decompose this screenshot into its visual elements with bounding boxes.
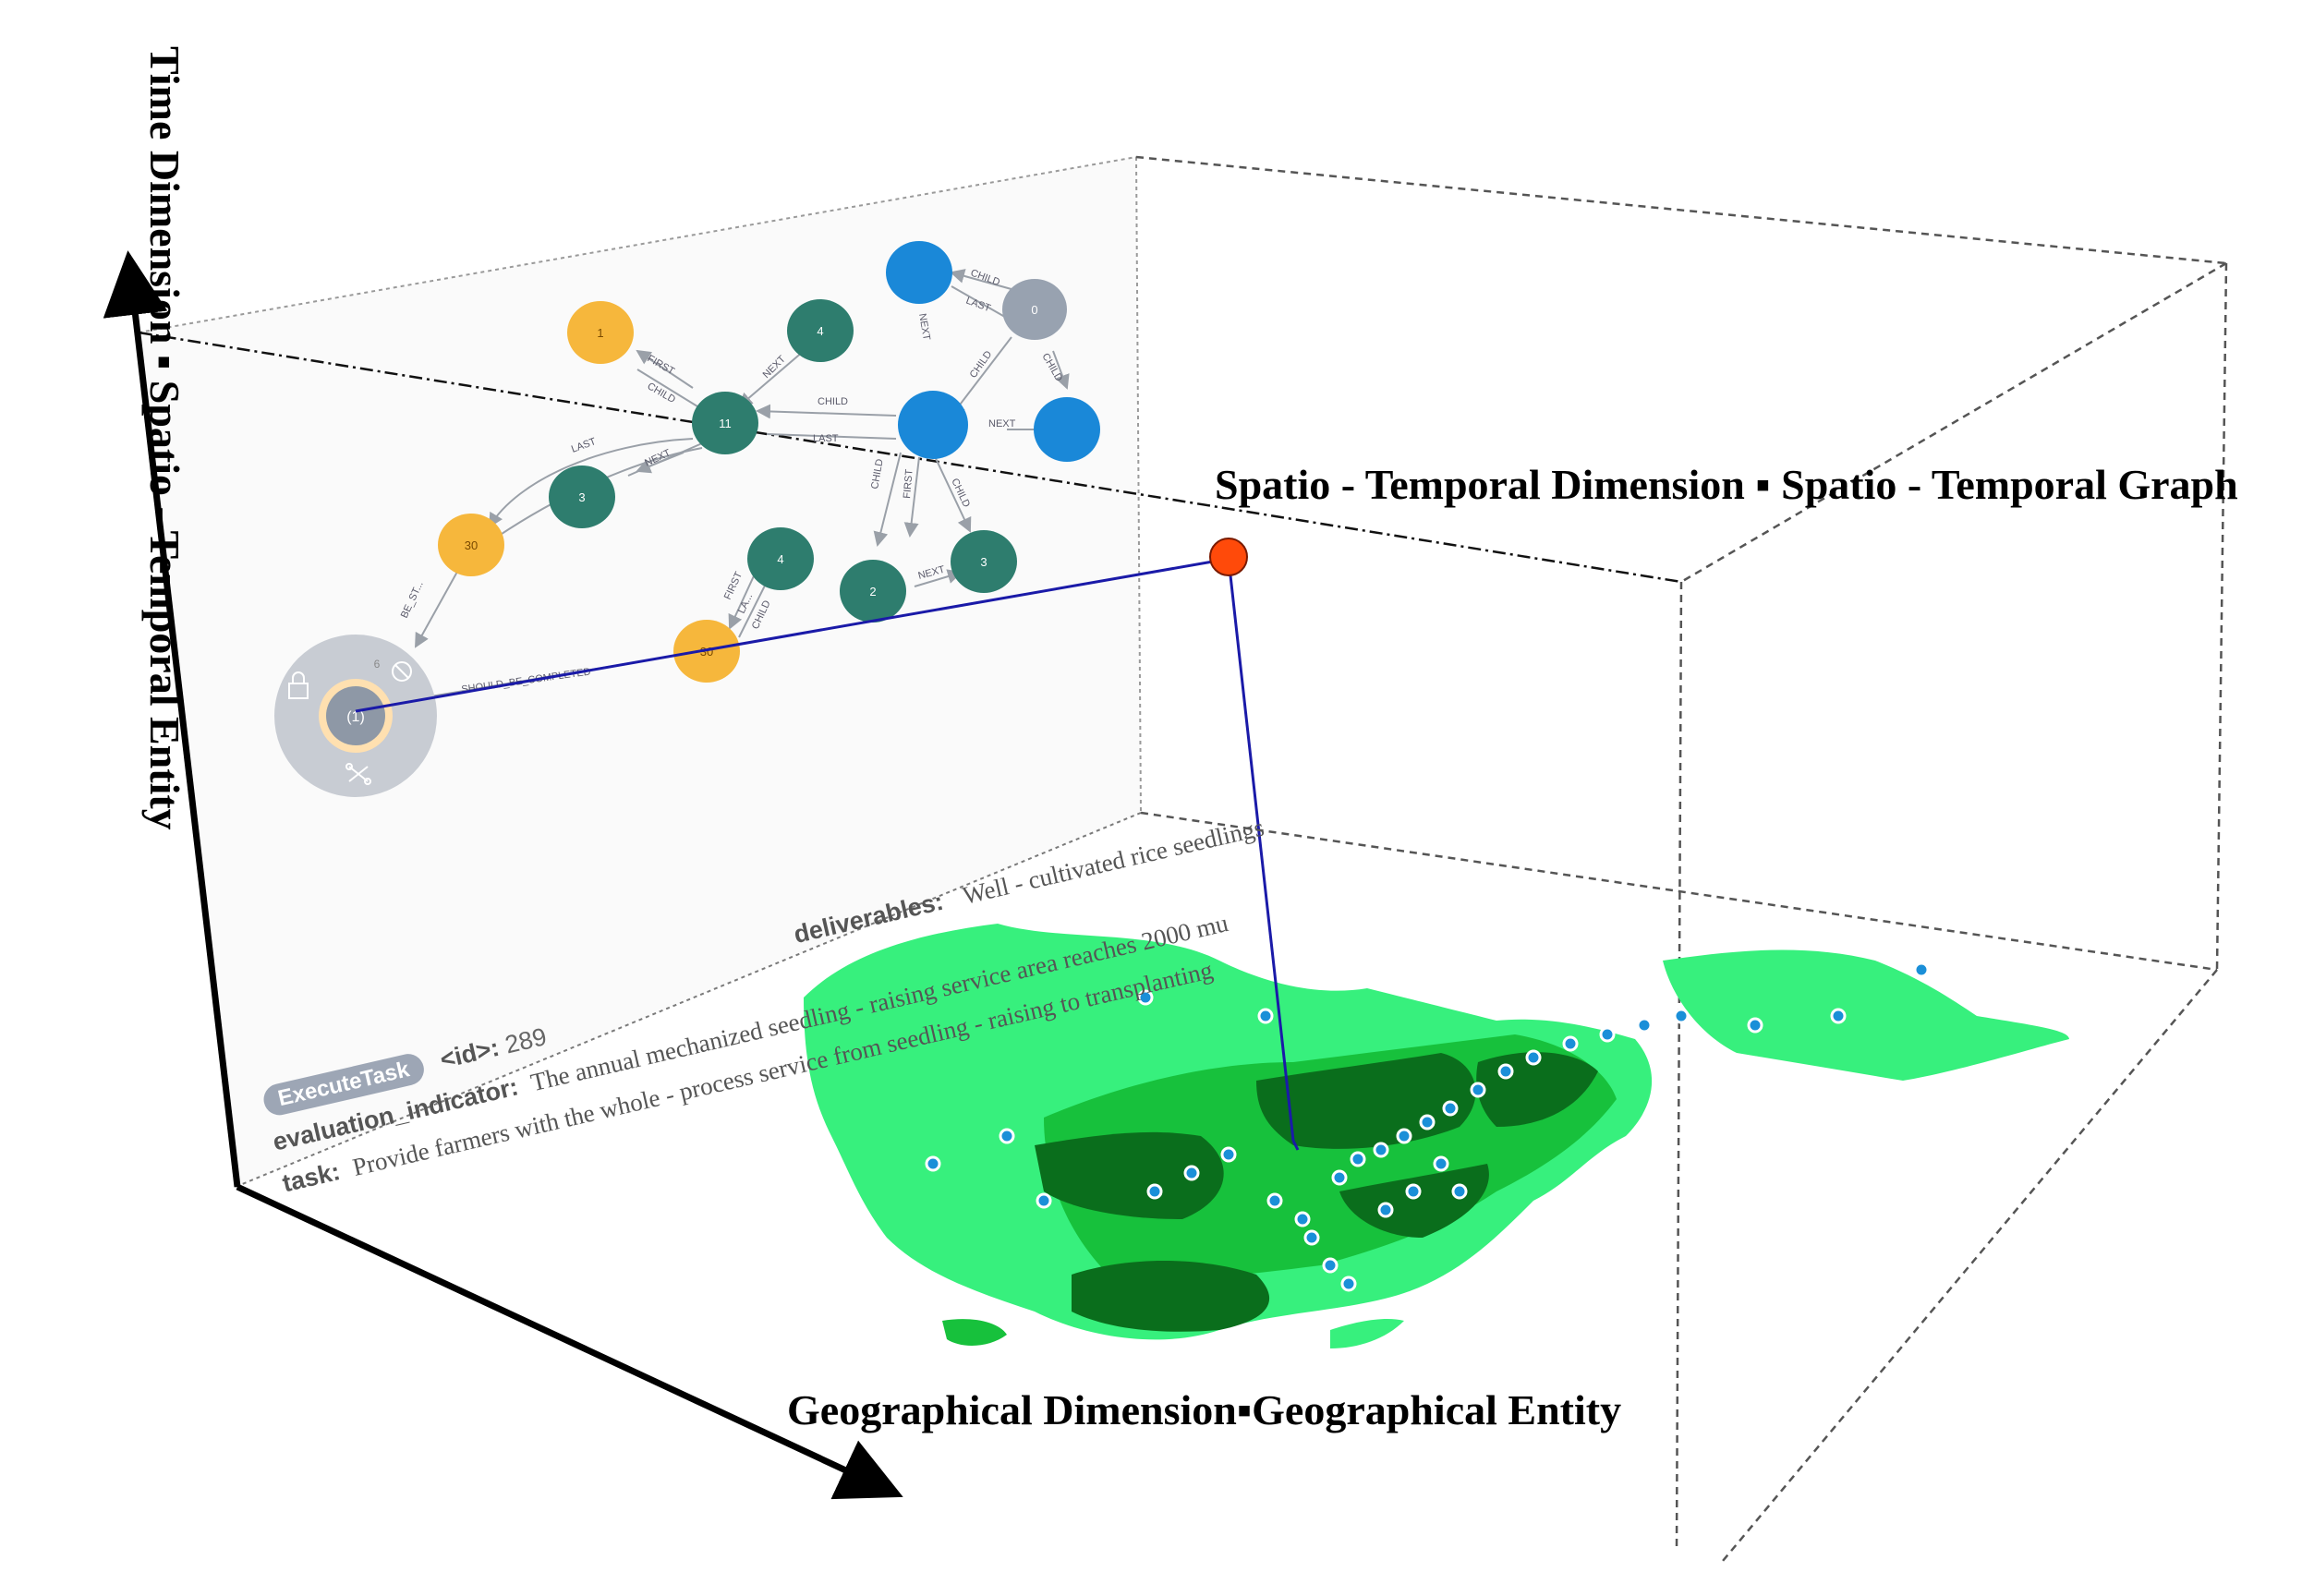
axes xyxy=(103,250,903,1500)
edge-label-next-2: NEXT xyxy=(988,418,1016,429)
edge-label-child-4: CHILD xyxy=(818,396,848,407)
map xyxy=(804,924,2069,1348)
node-green-3a[interactable] xyxy=(549,466,615,528)
center-node-ring-label: 6 xyxy=(374,658,381,671)
id-value: 289 xyxy=(502,1022,550,1059)
spatio-temporal-title: Spatio - Temporal Dimension ▪ Spatio - T… xyxy=(1215,461,2238,508)
node-blue-right[interactable] xyxy=(1034,397,1100,462)
node-0[interactable] xyxy=(1002,279,1067,340)
node-green-11[interactable] xyxy=(692,392,758,454)
node-green-4b[interactable] xyxy=(747,527,814,590)
center-node-group: (1) 6 xyxy=(274,635,437,797)
node-yellow-30a-label: 30 xyxy=(465,538,478,552)
node-yellow-1-label: 1 xyxy=(597,326,603,340)
edge-label-first-2: FIRST xyxy=(902,468,915,499)
node-0-label: 0 xyxy=(1031,303,1037,317)
graph-nodes: 0 1 4 11 3 30 4 2 3 30 xyxy=(438,241,1100,683)
node-green-4b-label: 4 xyxy=(777,552,783,566)
node-blue-center[interactable] xyxy=(898,391,968,459)
node-green-2-label: 2 xyxy=(869,585,876,598)
node-blue-top[interactable] xyxy=(886,241,952,304)
node-green-3a-label: 3 xyxy=(578,490,585,504)
edge-label-last-2: LAST xyxy=(813,433,839,444)
lock-icon[interactable] xyxy=(288,671,309,699)
node-green-11-label: 11 xyxy=(719,417,732,430)
spatio-temporal-link xyxy=(355,538,1300,1151)
node-yellow-30a[interactable] xyxy=(438,514,504,576)
edge-label-child-6: CHILD xyxy=(869,458,886,490)
geographical-title: Geographical Dimension▪Geographical Enti… xyxy=(787,1386,1622,1433)
time-axis-title: Time Dimension ▪ Spatio - Temporal Entit… xyxy=(141,46,188,830)
node-green-2[interactable] xyxy=(840,560,906,623)
node-yellow-1[interactable] xyxy=(567,301,634,364)
spatio-temporal-node[interactable] xyxy=(1209,538,1248,576)
node-green-4a-label: 4 xyxy=(817,324,823,338)
node-green-3b[interactable] xyxy=(951,530,1017,593)
task-label: task: xyxy=(279,1157,344,1198)
box-wireframe xyxy=(138,155,2228,1562)
hide-icon[interactable] xyxy=(392,661,412,682)
center-node[interactable] xyxy=(326,686,385,745)
id-label: <id>: xyxy=(437,1033,503,1074)
center-node-label: (1) xyxy=(346,709,365,725)
node-green-4a[interactable] xyxy=(787,299,854,362)
node-green-3b-label: 3 xyxy=(980,555,987,569)
edge-label-next-1: NEXT xyxy=(916,312,932,341)
graph-plane xyxy=(138,156,1142,1188)
expand-icon[interactable] xyxy=(345,763,371,785)
